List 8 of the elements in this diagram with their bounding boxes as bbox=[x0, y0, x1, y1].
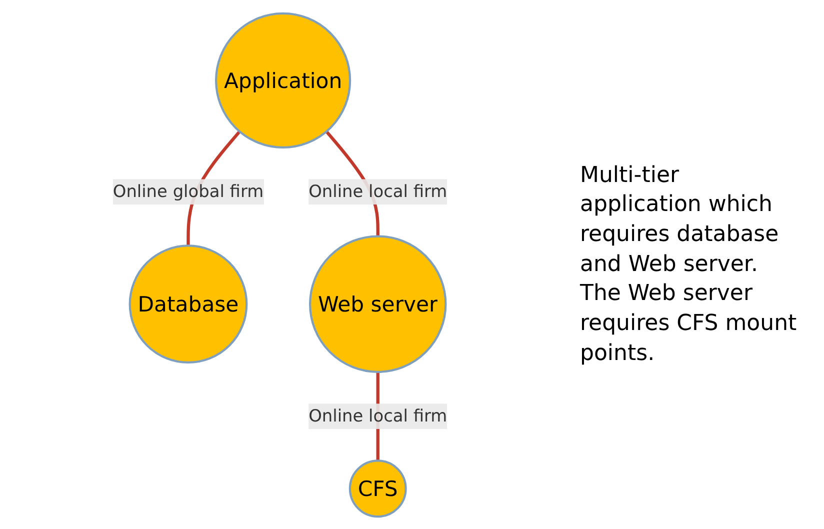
node-circle: Web server bbox=[308, 234, 447, 372]
note-text: Multi-tier application which requires database and Web server. The Web server requires CFS mount points. bbox=[580, 162, 798, 368]
node-circle: CFS bbox=[348, 459, 407, 518]
node-circle: Application bbox=[214, 12, 352, 148]
node-circle: Database bbox=[128, 244, 248, 364]
edge-label: Online local firm bbox=[308, 180, 448, 201]
edge-label: Online global firm bbox=[112, 180, 264, 201]
edge-label: Online local firm bbox=[308, 405, 448, 426]
